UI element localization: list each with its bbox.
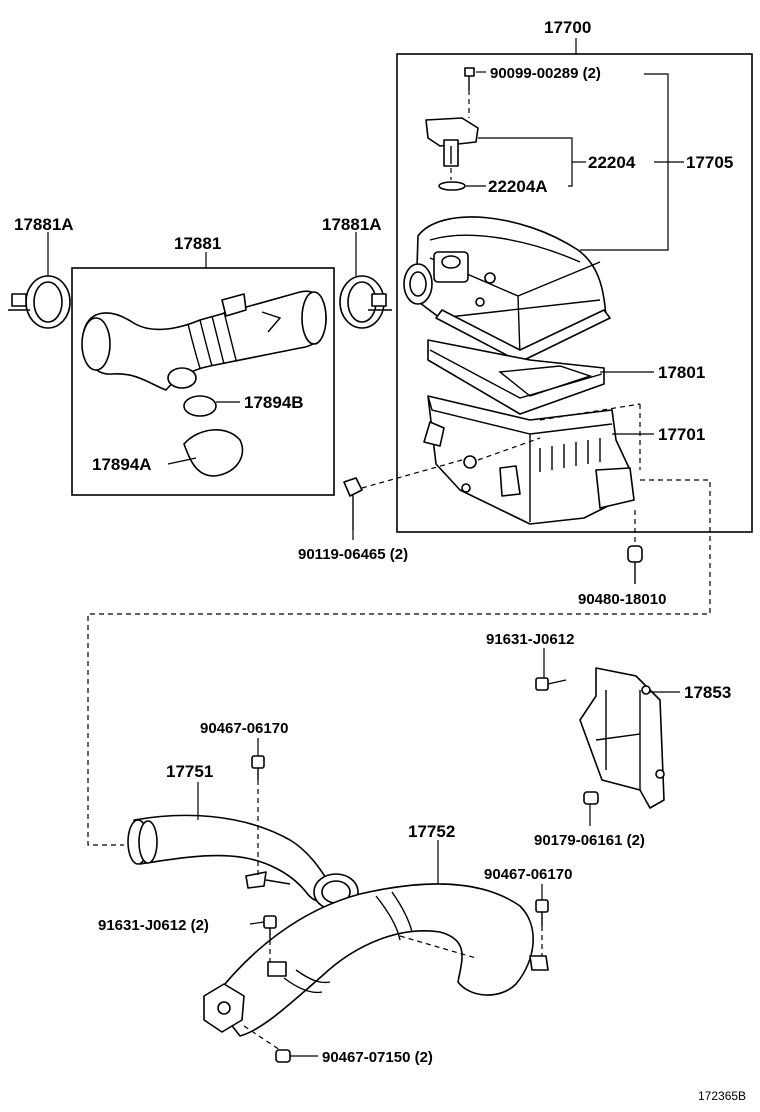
bolt-91631-bottom-icon: [263, 915, 277, 940]
label-17752: 17752: [408, 822, 455, 841]
label-17894A: 17894A: [92, 455, 152, 474]
dashed-guide: [243, 1025, 281, 1051]
label-17881A-left: 17881A: [14, 215, 74, 234]
label-17881A-right: 17881A: [322, 215, 382, 234]
intake-duct-17751-icon: [127, 814, 359, 911]
label-91631-J0612-bottom: 91631-J0612 (2): [98, 917, 209, 934]
dashed-guide: [477, 437, 541, 461]
label-90119-06465: 90119-06465 (2): [298, 546, 408, 563]
intake-hose-17881-icon: [81, 290, 327, 391]
label-17751: 17751: [166, 762, 213, 781]
label-91631-J0612-top: 91631-J0612: [486, 631, 574, 648]
leader-17894A: [167, 457, 197, 465]
label-17894B: 17894B: [244, 393, 304, 412]
grommet-90480-icon: [627, 545, 643, 584]
label-90099-00289: 90099-00289 (2): [490, 65, 601, 82]
dashed-guide: [539, 403, 641, 421]
assembly-box-17881: [71, 267, 335, 496]
label-90467-06170-a: 90467-06170: [200, 720, 288, 737]
label-17801: 17801: [658, 363, 705, 382]
label-90480-18010: 90480-18010: [578, 591, 666, 608]
bolt-90467-a-icon: [251, 755, 265, 780]
bolt-90099-icon: [464, 67, 475, 90]
label-90467-07150: 90467-07150 (2): [322, 1049, 433, 1066]
label-17700: 17700: [544, 18, 591, 37]
label-17881: 17881: [174, 234, 221, 253]
bolt-90119-icon: [343, 477, 363, 530]
label-22204A: 22204A: [488, 177, 548, 196]
dashed-guide: [399, 935, 477, 959]
dashed-route: [87, 479, 711, 846]
clamp-17881A-right-icon: [339, 275, 392, 329]
label-17701: 17701: [658, 425, 705, 444]
air-cleaner-cap-icon: [403, 216, 611, 363]
label-90179-06161: 90179-06161 (2): [534, 832, 645, 849]
bolt-90467-b-icon: [535, 899, 549, 926]
air-filter-element-icon: [427, 339, 605, 415]
diagram-reference-code: 172365B: [698, 1089, 746, 1103]
clamp-17894B-icon: [183, 395, 217, 417]
clip-90179-icon: [583, 791, 599, 805]
heat-insulator-17853-icon: [579, 667, 665, 809]
label-17705: 17705: [686, 153, 733, 172]
clamp-17881A-left-icon: [8, 275, 71, 329]
bolt-91631-top-icon: [535, 677, 567, 691]
hose-17894A-icon: [183, 429, 244, 477]
assembly-box-17700: [396, 53, 753, 533]
label-17853: 17853: [684, 683, 731, 702]
bolt-90467-c-icon: [275, 1049, 291, 1063]
label-22204: 22204: [588, 153, 636, 172]
air-cleaner-case-icon: [423, 395, 635, 525]
air-flow-meter-22204-icon: [425, 117, 479, 167]
intake-duct-17752-icon: [203, 883, 549, 1037]
leader-91631-bottom: [249, 921, 265, 925]
label-90467-06170-b: 90467-06170: [484, 866, 572, 883]
o-ring-22204A-icon: [438, 181, 466, 191]
